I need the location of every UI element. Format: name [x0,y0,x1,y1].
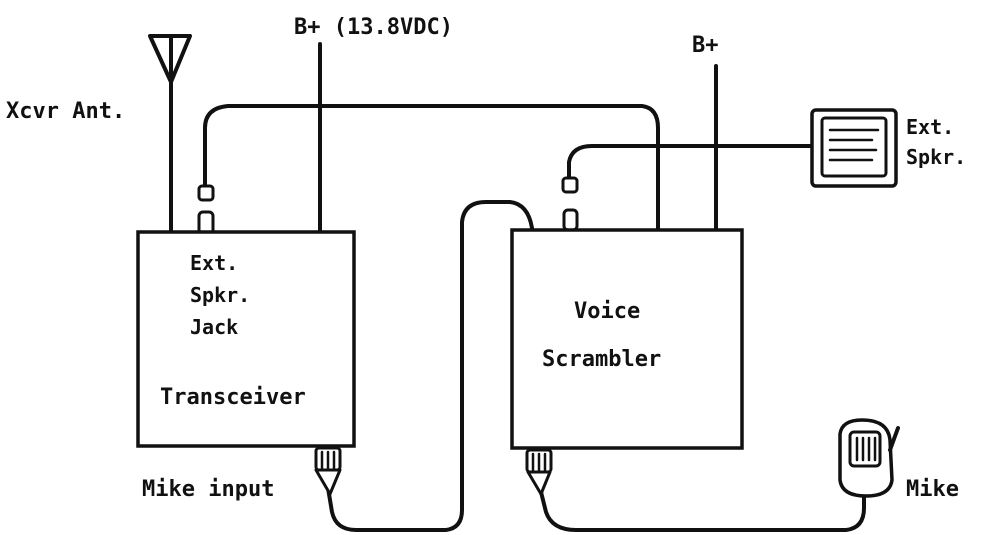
scrambler-to-mike-wire [538,486,866,532]
antenna-label: Xcvr Ant. [6,99,125,124]
jack-label-line3: Jack [190,315,238,339]
transceiver-box [136,230,356,448]
transceiver-to-scrambler-mic-wire [326,200,534,532]
bplus-left-label: B+ (13.8VDC) [294,15,453,40]
scrambler-label-line1: Voice [574,299,640,324]
external-speaker-icon [810,108,898,188]
mike-input-label: Mike input [142,477,274,502]
antenna-icon [148,34,192,234]
jack-label-line1: Ext. [190,251,238,275]
scrambler-mic-connector-icon [525,448,553,496]
jack-to-scrambler-wire [203,104,660,232]
ext-spkr-label-line2: Spkr. [906,145,966,169]
jack-label-line2: Spkr. [190,283,250,307]
bplus-right-label: B+ [692,33,719,58]
scrambler-label-line2: Scrambler [542,347,661,372]
transceiver-spkr-plug-icon [197,184,215,236]
microphone-icon [838,418,900,498]
scrambler-spkr-plug-icon [561,176,579,232]
transceiver-mic-connector-icon [314,446,342,496]
ext-spkr-label-line1: Ext. [906,115,954,139]
scrambler-box [510,228,744,450]
transceiver-label: Transceiver [160,385,306,410]
mike-label: Mike [906,477,959,502]
scrambler-to-speaker-wire [567,144,814,180]
